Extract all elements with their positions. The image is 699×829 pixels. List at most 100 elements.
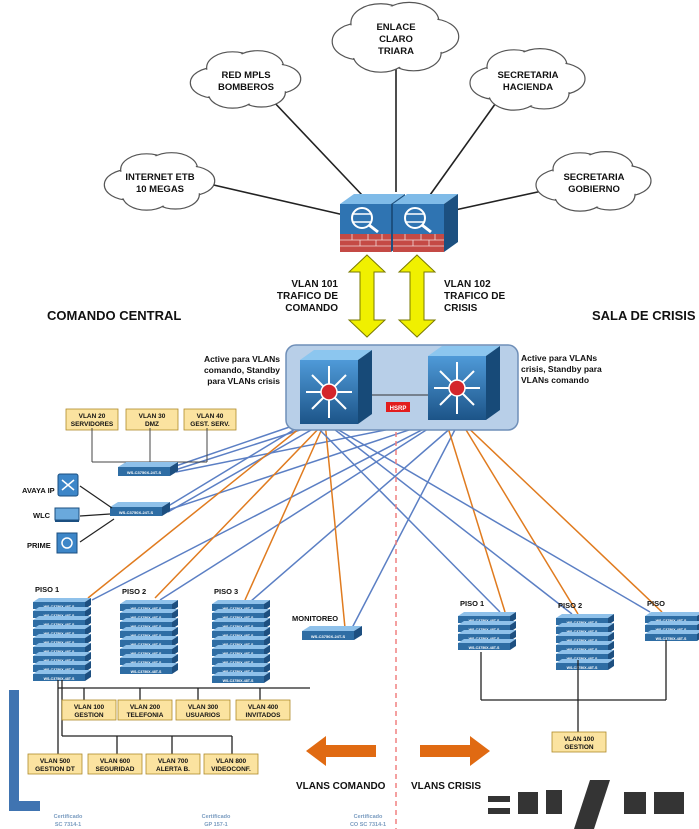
crisis-vlan-text: GESTION [564, 744, 594, 751]
svg-text:WS-C3750X-48T-S: WS-C3750X-48T-S [131, 670, 162, 674]
arrow-left-comando [306, 736, 376, 766]
command-vlan-text: ALERTA B. [156, 766, 190, 773]
server-switch: WS-C3750X-24T-S [118, 462, 178, 476]
arrow-vlan102 [397, 254, 437, 338]
command-vlan-text: VLAN 700 [158, 758, 189, 765]
svg-text:WS-C3750X-48T-S: WS-C3750X-48T-S [44, 677, 75, 681]
device-label-wlc: WLC [33, 511, 51, 520]
firewall-pair [340, 194, 458, 252]
vlan102-line: TRAFICO DE [444, 291, 505, 302]
command-vlan-text: GESTION DT [35, 766, 75, 773]
svg-text:WS-C3750X-48T-S: WS-C3750X-48T-S [223, 679, 254, 683]
floor-label: PISO 2 [558, 601, 582, 610]
access-link [444, 417, 506, 613]
core-note-left-line: comando, Standby [204, 365, 280, 375]
command-vlan-text: VLAN 400 [248, 704, 279, 711]
stack-right-3: PISOWS-C3750X-48T-SWS-C3750X-48T-SWS-C37… [645, 599, 699, 641]
access-link [324, 421, 651, 613]
vlan-bus-right [480, 640, 667, 732]
command-vlan-text: VLAN 300 [188, 704, 219, 711]
wlc-icon [54, 507, 80, 522]
stack-unit: WS-C3750X-48T-S [33, 670, 91, 681]
hsrp-label: HSRP [390, 406, 407, 412]
footer-cert-text: Certificado [354, 814, 383, 820]
device-links [79, 485, 115, 543]
access-link [244, 421, 326, 601]
floor-label: PISO 2 [122, 587, 146, 596]
footer-cert-text: SC 7314-1 [55, 822, 81, 828]
command-vlan-text: VLAN 600 [100, 758, 131, 765]
svg-text:WS-C3750X-48T-S: WS-C3750X-48T-S [469, 646, 500, 650]
uplink-arrows [347, 254, 437, 338]
avaya-ip-icon [57, 473, 79, 497]
vlan101-line: COMANDO [285, 303, 338, 314]
cloud-label: INTERNET ETB [125, 172, 194, 183]
svg-text:WS-C3750X-48T-S: WS-C3750X-48T-S [656, 637, 687, 641]
monitoreo-switch: WS-C3750X-24T-S [302, 626, 362, 640]
cloud-label: RED MPLS [221, 70, 270, 81]
arrow-right-crisis [420, 736, 490, 766]
floor-stacks: PISO 1 WS-C3750X-48T-S WS-C3750X-48T-S WS-C… [33, 585, 699, 683]
device-label-prime: PRIME [27, 541, 51, 550]
svg-text:WS-C3750X-48T-S: WS-C3750X-48T-S [567, 666, 598, 670]
access-link [164, 419, 311, 509]
svg-text:WS-C3750X-24T-S: WS-C3750X-24T-S [119, 510, 154, 515]
cloud-label: 10 MEGAS [136, 184, 184, 195]
access-link [459, 419, 663, 613]
legend: VLANS COMANDO VLANS CRISIS [296, 736, 490, 792]
cloud-label: SECRETARIA [563, 172, 624, 183]
command-vlan-text: GESTION [74, 712, 104, 719]
footer-cert-text: Certificado [202, 814, 231, 820]
stack-left-2: PISO 2WS-C3750X-48T-SWS-C3750X-48T-SWS-C… [120, 587, 178, 674]
command-vlan-text: VIDEOCONF. [211, 766, 251, 773]
stack-unit: WS-C3750X-48T-S [212, 672, 270, 683]
stack-unit: WS-C3750X-48T-S [120, 663, 178, 674]
command-vlan-text: INVITADOS [246, 712, 282, 719]
command-vlan-text: VLAN 800 [216, 758, 247, 765]
footer-cert-text: CO SC 7314-1 [350, 822, 386, 828]
firewall-right [393, 194, 458, 252]
stack-left-1: PISO 1WS-C3750X-48T-SWS-C3750X-48T-SWS-C… [33, 585, 91, 681]
core-switch-right [428, 346, 500, 420]
server-vlan-text: SERVIDORES [71, 421, 114, 428]
services-switch: WS-C3750X-24T-S [110, 502, 170, 516]
prime-icon [56, 532, 78, 554]
stack-unit: WS-C3750X-48T-S [645, 630, 699, 641]
footer-cert-text: Certificado [54, 814, 83, 820]
wan-links [204, 68, 557, 216]
device-label-avaya: AVAYA IP [22, 486, 55, 495]
floor-label: PISO 1 [460, 599, 484, 608]
monitoreo-label: MONITOREO [292, 614, 338, 623]
cloud-label: SECRETARIA [497, 70, 558, 81]
cloud-label: TRIARA [378, 46, 414, 57]
access-link [324, 421, 573, 615]
vlan102-line: CRISIS [444, 303, 478, 314]
core-note-right-line: crisis, Standby para [521, 364, 602, 374]
floor-label: PISO 1 [35, 585, 59, 594]
stack-right-1: PISO 1WS-C3750X-48T-SWS-C3750X-48T-SWS-C… [458, 599, 516, 650]
access-link [351, 419, 461, 629]
cloud-label: GOBIERNO [568, 184, 620, 195]
core-note-right-line: Active para VLANs [521, 353, 597, 363]
command-vlan-text: VLAN 500 [40, 758, 71, 765]
command-vlan-text: USUARIOS [186, 712, 221, 719]
hsrp-link [386, 402, 410, 412]
legend-vlans-comando: VLANS COMANDO [296, 781, 386, 792]
core-note-left-line: Active para VLANs [204, 354, 280, 364]
stack-right-2: PISO 2WS-C3750X-48T-SWS-C3750X-48T-SWS-C… [556, 601, 614, 670]
